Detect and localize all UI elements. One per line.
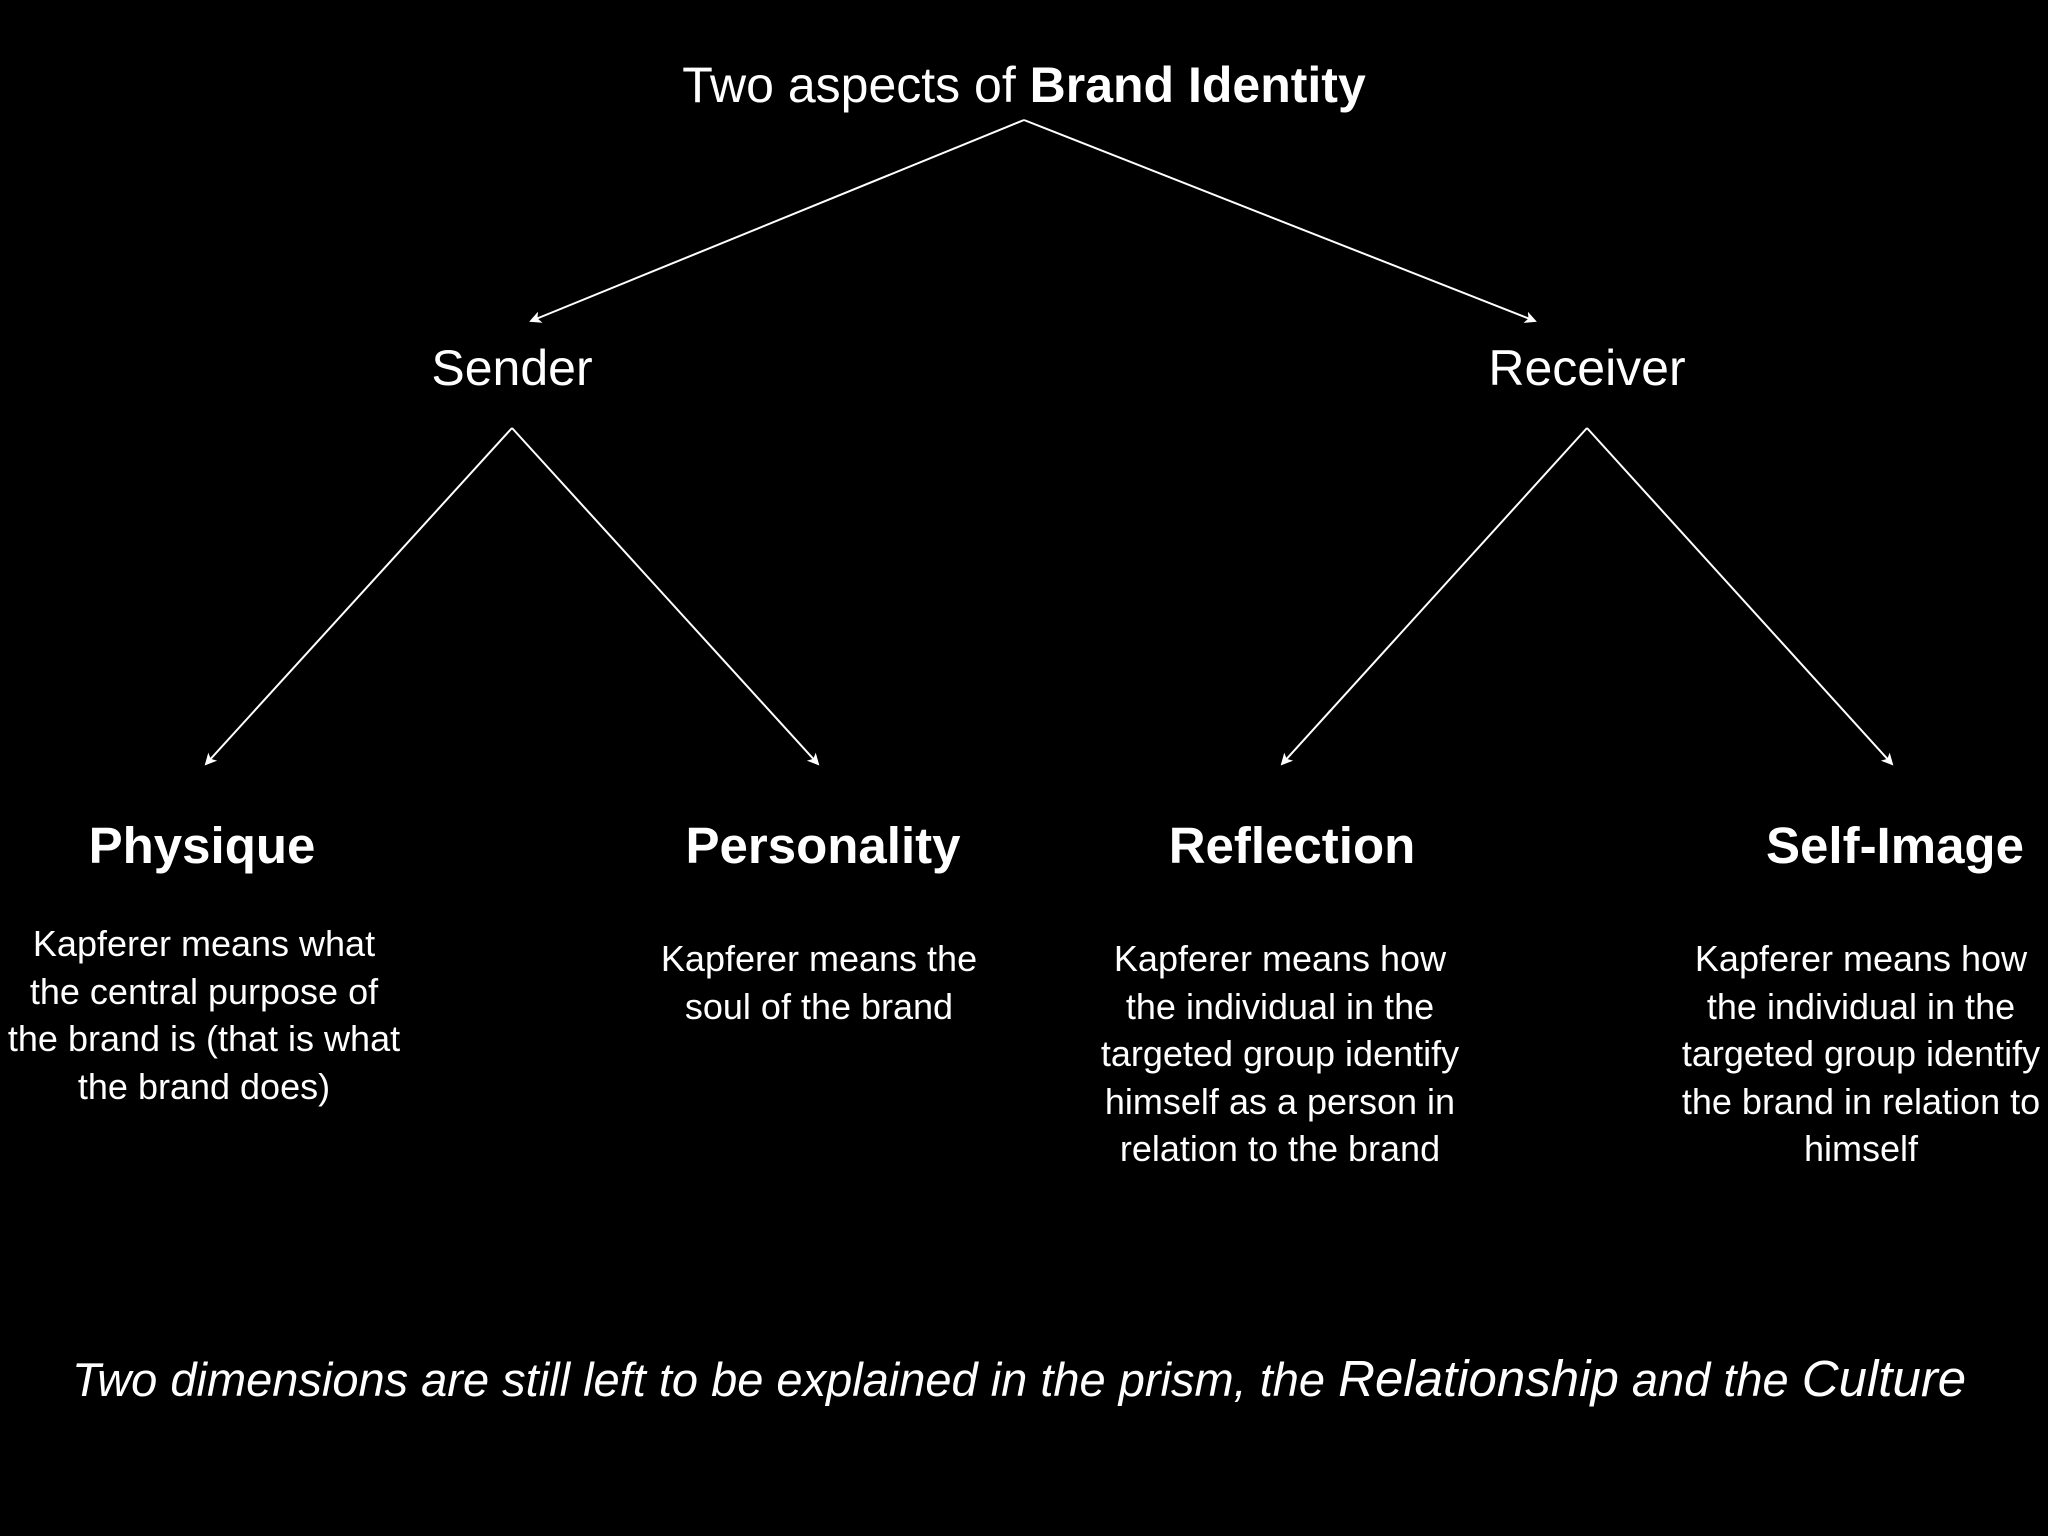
diagram-title: Two aspects of Brand Identity (0, 55, 2048, 115)
footer-note: Two dimensions are still left to be expl… (72, 1346, 1992, 1413)
arrow-title-to-receiver (1023, 119, 1537, 323)
footer-term-culture: Culture (1801, 1350, 1967, 1407)
receiver-node: Receiver (1488, 340, 1686, 396)
personality-heading: Personality (685, 817, 961, 874)
physique-heading: Physique (88, 817, 316, 874)
arrow-title-to-sender (529, 119, 1025, 323)
reflection-heading: Reflection (1168, 817, 1416, 874)
arrow-receiver-to-self-image (1586, 427, 1894, 766)
footer-term-relationship: Relationship (1338, 1350, 1619, 1407)
title-emphasis: Brand Identity (1029, 57, 1366, 113)
footer-text-1: Two dimensions are still left to be expl… (72, 1353, 1339, 1406)
arrow-receiver-to-reflection (1280, 427, 1588, 766)
arrow-sender-to-physique (204, 427, 513, 766)
arrow-sender-to-personality (511, 427, 820, 766)
self-image-description: Kapferer means how the individual in the… (1681, 938, 2041, 1169)
footer-text-2: and the (1618, 1353, 1802, 1406)
sender-node: Sender (431, 340, 593, 396)
physique-description: Kapferer means what the central purpose … (7, 923, 401, 1107)
reflection-description: Kapferer means how the individual in the… (1100, 938, 1460, 1169)
personality-description: Kapferer means the soul of the brand (660, 938, 978, 1027)
self-image-heading: Self-Image (1766, 817, 2024, 874)
title-prefix: Two aspects of (682, 57, 1030, 113)
